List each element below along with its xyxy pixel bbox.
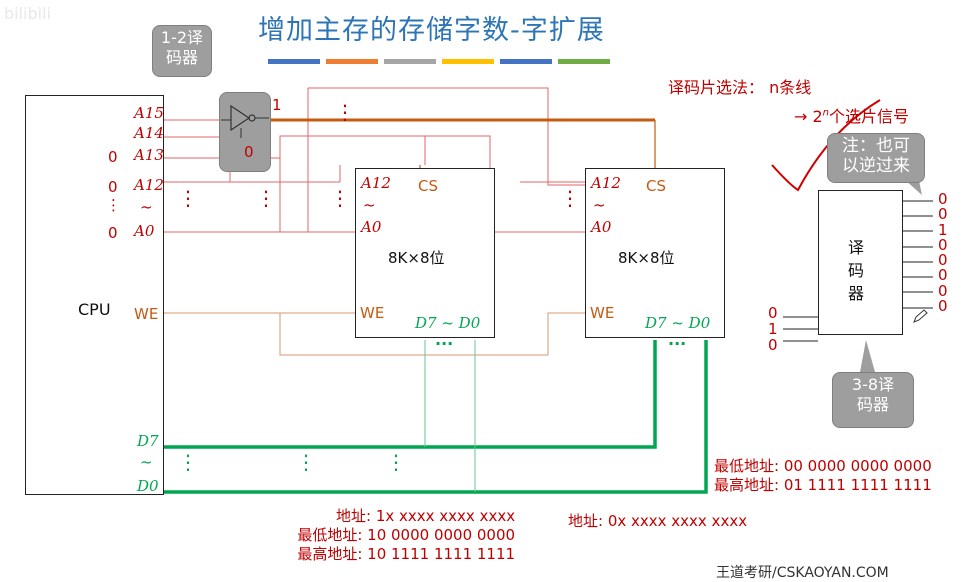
watermark: bilibili xyxy=(4,4,51,23)
decoder-3-8-box xyxy=(818,190,903,335)
chip1-data-dots: ··· xyxy=(435,334,454,353)
decoder-input-1: 1 xyxy=(768,320,778,338)
decoder-output-7: 0 xyxy=(938,297,948,316)
bus-dots-4: ⋮ xyxy=(335,100,355,124)
cpu-a13: A13 xyxy=(134,146,164,164)
chip2-tilde: ~ xyxy=(593,196,606,214)
decoder-3-8-callout: 3-8译 码器 xyxy=(832,372,914,428)
cpu-a12: A12 xyxy=(134,176,164,194)
cpu-a0: A0 xyxy=(134,222,155,240)
title-color-bars xyxy=(268,59,610,64)
cpu-data-tilde: ~ xyxy=(140,453,153,471)
title-bar-5 xyxy=(500,59,552,64)
chip2-size: 8K×8位 xyxy=(618,249,675,267)
not-gate-icon xyxy=(221,104,269,138)
decoder-output-4: 0 xyxy=(938,251,948,270)
cpu-addr-vdots: ⋮ xyxy=(106,196,121,214)
chip1-size: 8K×8位 xyxy=(388,249,445,267)
decoder-output-2: 1 xyxy=(938,220,948,239)
data-bus xyxy=(164,340,708,494)
chip2-a12: A12 xyxy=(591,174,621,192)
d0-bus xyxy=(164,340,708,494)
cpu-box xyxy=(25,95,164,495)
a13-line xyxy=(164,135,426,165)
cpu-a12-value: 0 xyxy=(108,178,118,196)
decoder-3-8-outputs: 0 0 1 0 0 0 0 0 xyxy=(938,190,948,316)
footer-brand: 王道考研/CSKAOYAN.COM xyxy=(716,565,889,581)
select-method-note: 译码片选法： n条线 xyxy=(668,78,812,97)
cpu-label: CPU xyxy=(78,300,111,319)
callout-pointer xyxy=(860,340,875,372)
chip1-we: WE xyxy=(360,304,385,322)
chip1-a0: A0 xyxy=(361,218,382,236)
title-bar-2 xyxy=(326,59,378,64)
memory-chip-1 xyxy=(355,168,495,338)
cpu-d0: D0 xyxy=(137,477,159,495)
data-dots-1: ⋮ xyxy=(178,450,198,474)
decoder-1-2-callout: 1-2译 码器 xyxy=(152,25,212,77)
cpu-we: WE xyxy=(134,305,159,323)
page-title: 增加主存的存储字数-字扩展 xyxy=(258,15,605,46)
decoder-output-6: 0 xyxy=(938,281,948,300)
title-bar-6 xyxy=(558,59,610,64)
decoder-output-3: 0 xyxy=(938,235,948,254)
bus-dots-1: ⋮ xyxy=(178,186,198,210)
left-address-min: 最低地址: 10 0000 0000 0000 xyxy=(297,526,516,544)
chip1-a12: A12 xyxy=(361,174,391,192)
memory-chip-2 xyxy=(585,168,725,338)
title-bar-4 xyxy=(442,59,494,64)
decoder-output-5: 0 xyxy=(938,266,948,285)
right-address-min: 最低地址: 00 0000 0000 0000 xyxy=(714,457,932,475)
check-mark xyxy=(771,99,881,192)
right-address-max: 最高地址: 01 1111 1111 1111 xyxy=(714,476,932,494)
chip2-cs: CS xyxy=(646,177,666,195)
address-lines xyxy=(164,87,585,233)
cpu-a15: A15 xyxy=(134,104,164,122)
decoder-1-2-box xyxy=(219,92,271,172)
decoder-output-1: 0 xyxy=(938,205,948,224)
bus-dots-3: ⋮ xyxy=(330,186,350,210)
cpu-a0-value: 0 xyxy=(108,224,118,242)
cpu-addr-tilde: ~ xyxy=(140,198,153,216)
decoder-3-8-pins xyxy=(783,200,933,342)
data-dots-2: ⋮ xyxy=(296,450,316,474)
chip1-data: D7 ~ D0 xyxy=(415,314,481,332)
we-loop xyxy=(279,312,585,356)
chip2-top-wire xyxy=(308,87,585,186)
chip2-a0: A0 xyxy=(591,218,612,236)
left-address-max: 最高地址: 10 1111 1111 1111 xyxy=(297,545,516,563)
decoder-input-2: 0 xyxy=(768,336,778,354)
chip1-tilde: ~ xyxy=(363,196,376,214)
cpu-a14: A14 xyxy=(134,124,164,142)
cpu-a13-value: 0 xyxy=(108,148,118,166)
title-bar-1 xyxy=(268,59,320,64)
left-address-pattern: 地址: 1x xxxx xxxx xxxx xyxy=(336,507,516,525)
title-bar-3 xyxy=(384,59,436,64)
chip2-data: D7 ~ D0 xyxy=(645,314,711,332)
chip2-we: WE xyxy=(590,304,615,322)
reverse-note-callout: 注：也可 以逆过来 xyxy=(827,133,925,183)
left-address-range: 地址: 1x xxxx xxxx xxxx 最低地址: 10 0000 0000… xyxy=(292,507,515,564)
decoder-3-8-label: 译 码 器 xyxy=(848,238,865,303)
bus-dots-5: ⋮ xyxy=(560,186,580,210)
decoder-output-0: 0 xyxy=(938,190,948,208)
right-address-range: 最低地址: 00 0000 0000 0000 最高地址: 01 1111 11… xyxy=(714,457,932,495)
data-dots-3: ⋮ xyxy=(386,450,406,474)
select-signal-note: → 2n个选片信号 xyxy=(794,107,910,126)
we-lines xyxy=(164,312,585,356)
decoder-1-2-out-0: 0 xyxy=(244,143,254,161)
decoder-1-2-out-1: 1 xyxy=(272,96,282,114)
cpu-d7: D7 xyxy=(137,432,159,450)
chip2-data-dots: ··· xyxy=(668,334,687,353)
d7-bus xyxy=(164,340,657,449)
a12-to-chip2 xyxy=(320,165,585,183)
decoder-input-0: 0 xyxy=(768,304,778,322)
bus-dots-2: ⋮ xyxy=(256,186,276,210)
decoder-3-8-inputs: 0 1 0 xyxy=(768,305,778,353)
right-address-pattern: 地址: 0x xxxx xxxx xxxx xyxy=(568,512,748,530)
chip1-cs: CS xyxy=(418,177,438,195)
pencil-icon xyxy=(913,309,928,323)
